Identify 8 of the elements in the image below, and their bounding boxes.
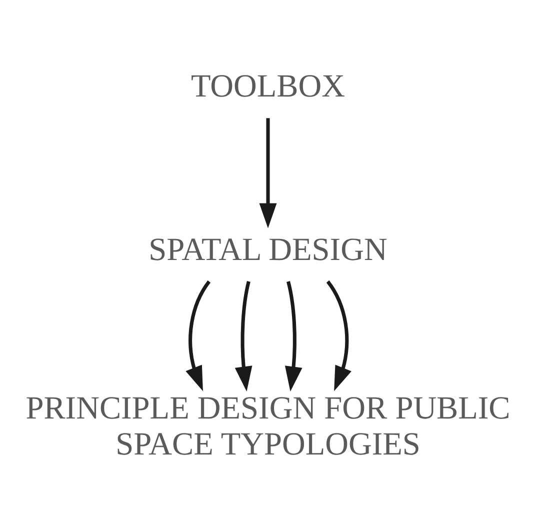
arrow (259, 118, 277, 228)
node-text: TOOLBOX (190, 68, 346, 104)
arrow (284, 281, 302, 392)
arrow (186, 280, 211, 392)
arrow (326, 280, 352, 392)
node-text: PRINCIPLE DESIGN FOR PUBLIC SPACE TYPOLOGIES (26, 390, 510, 462)
node-text: SPATAL DESIGN (148, 231, 388, 268)
arrow (234, 281, 252, 392)
